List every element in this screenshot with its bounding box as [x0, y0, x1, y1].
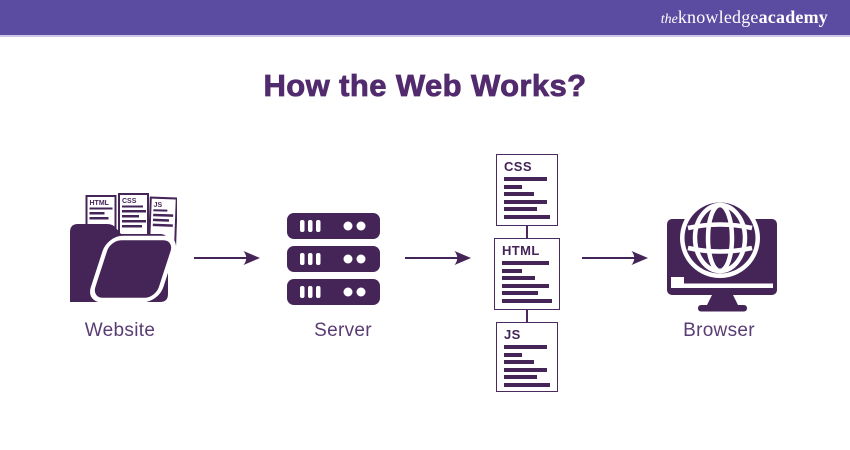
text-line	[502, 276, 535, 280]
mini-doc-js-label: JS	[153, 202, 162, 209]
header-bar: theknowledgeacademy	[0, 0, 850, 37]
file-box-html-label: HTML	[502, 243, 540, 258]
text-line	[502, 298, 552, 303]
brand-logo-academy: academy	[758, 7, 828, 27]
text-line	[504, 192, 535, 196]
arrow-right-icon	[405, 251, 471, 265]
brand-logo: theknowledgeacademy	[661, 7, 828, 28]
file-box-js: JS	[496, 322, 558, 392]
arrow-right-icon	[582, 251, 648, 265]
server-rack-icon	[287, 213, 380, 305]
file-box-js-label: JS	[504, 327, 521, 342]
text-line	[502, 291, 538, 295]
stack-connector	[526, 310, 528, 322]
text-line	[504, 199, 548, 204]
text-line	[504, 375, 538, 379]
folder-with-files-icon: HTML CSS JS	[70, 193, 177, 303]
file-box-css: CSS	[496, 154, 558, 226]
text-line	[504, 367, 548, 372]
text-line	[504, 177, 548, 181]
mini-doc-html-label: HTML	[90, 200, 110, 207]
brand-logo-the: the	[660, 12, 678, 27]
text-line	[502, 261, 549, 265]
server-slab-1	[287, 213, 380, 239]
stack-connector	[526, 226, 528, 238]
server-slab-2	[287, 246, 380, 272]
text-line	[502, 283, 549, 288]
website-label: Website	[84, 320, 156, 341]
page-title: How the Web Works?	[263, 68, 587, 104]
arrow-right-icon	[194, 251, 260, 265]
text-line	[504, 360, 535, 364]
globe-icon	[680, 198, 760, 278]
file-box-css-label: CSS	[504, 159, 532, 174]
browser-label: Browser	[683, 320, 755, 341]
text-line	[502, 268, 522, 273]
text-line	[504, 345, 548, 349]
brand-logo-knowledge: knowledge	[677, 7, 759, 27]
text-line	[504, 207, 538, 211]
text-line	[504, 214, 550, 219]
file-box-html: HTML	[494, 238, 560, 310]
text-line	[504, 352, 523, 357]
text-line	[504, 382, 550, 387]
text-line	[504, 184, 523, 189]
server-slab-3	[287, 279, 380, 305]
mini-doc-css-label: CSS	[122, 198, 137, 205]
server-label: Server	[314, 320, 372, 341]
monitor-globe-icon	[667, 198, 777, 312]
